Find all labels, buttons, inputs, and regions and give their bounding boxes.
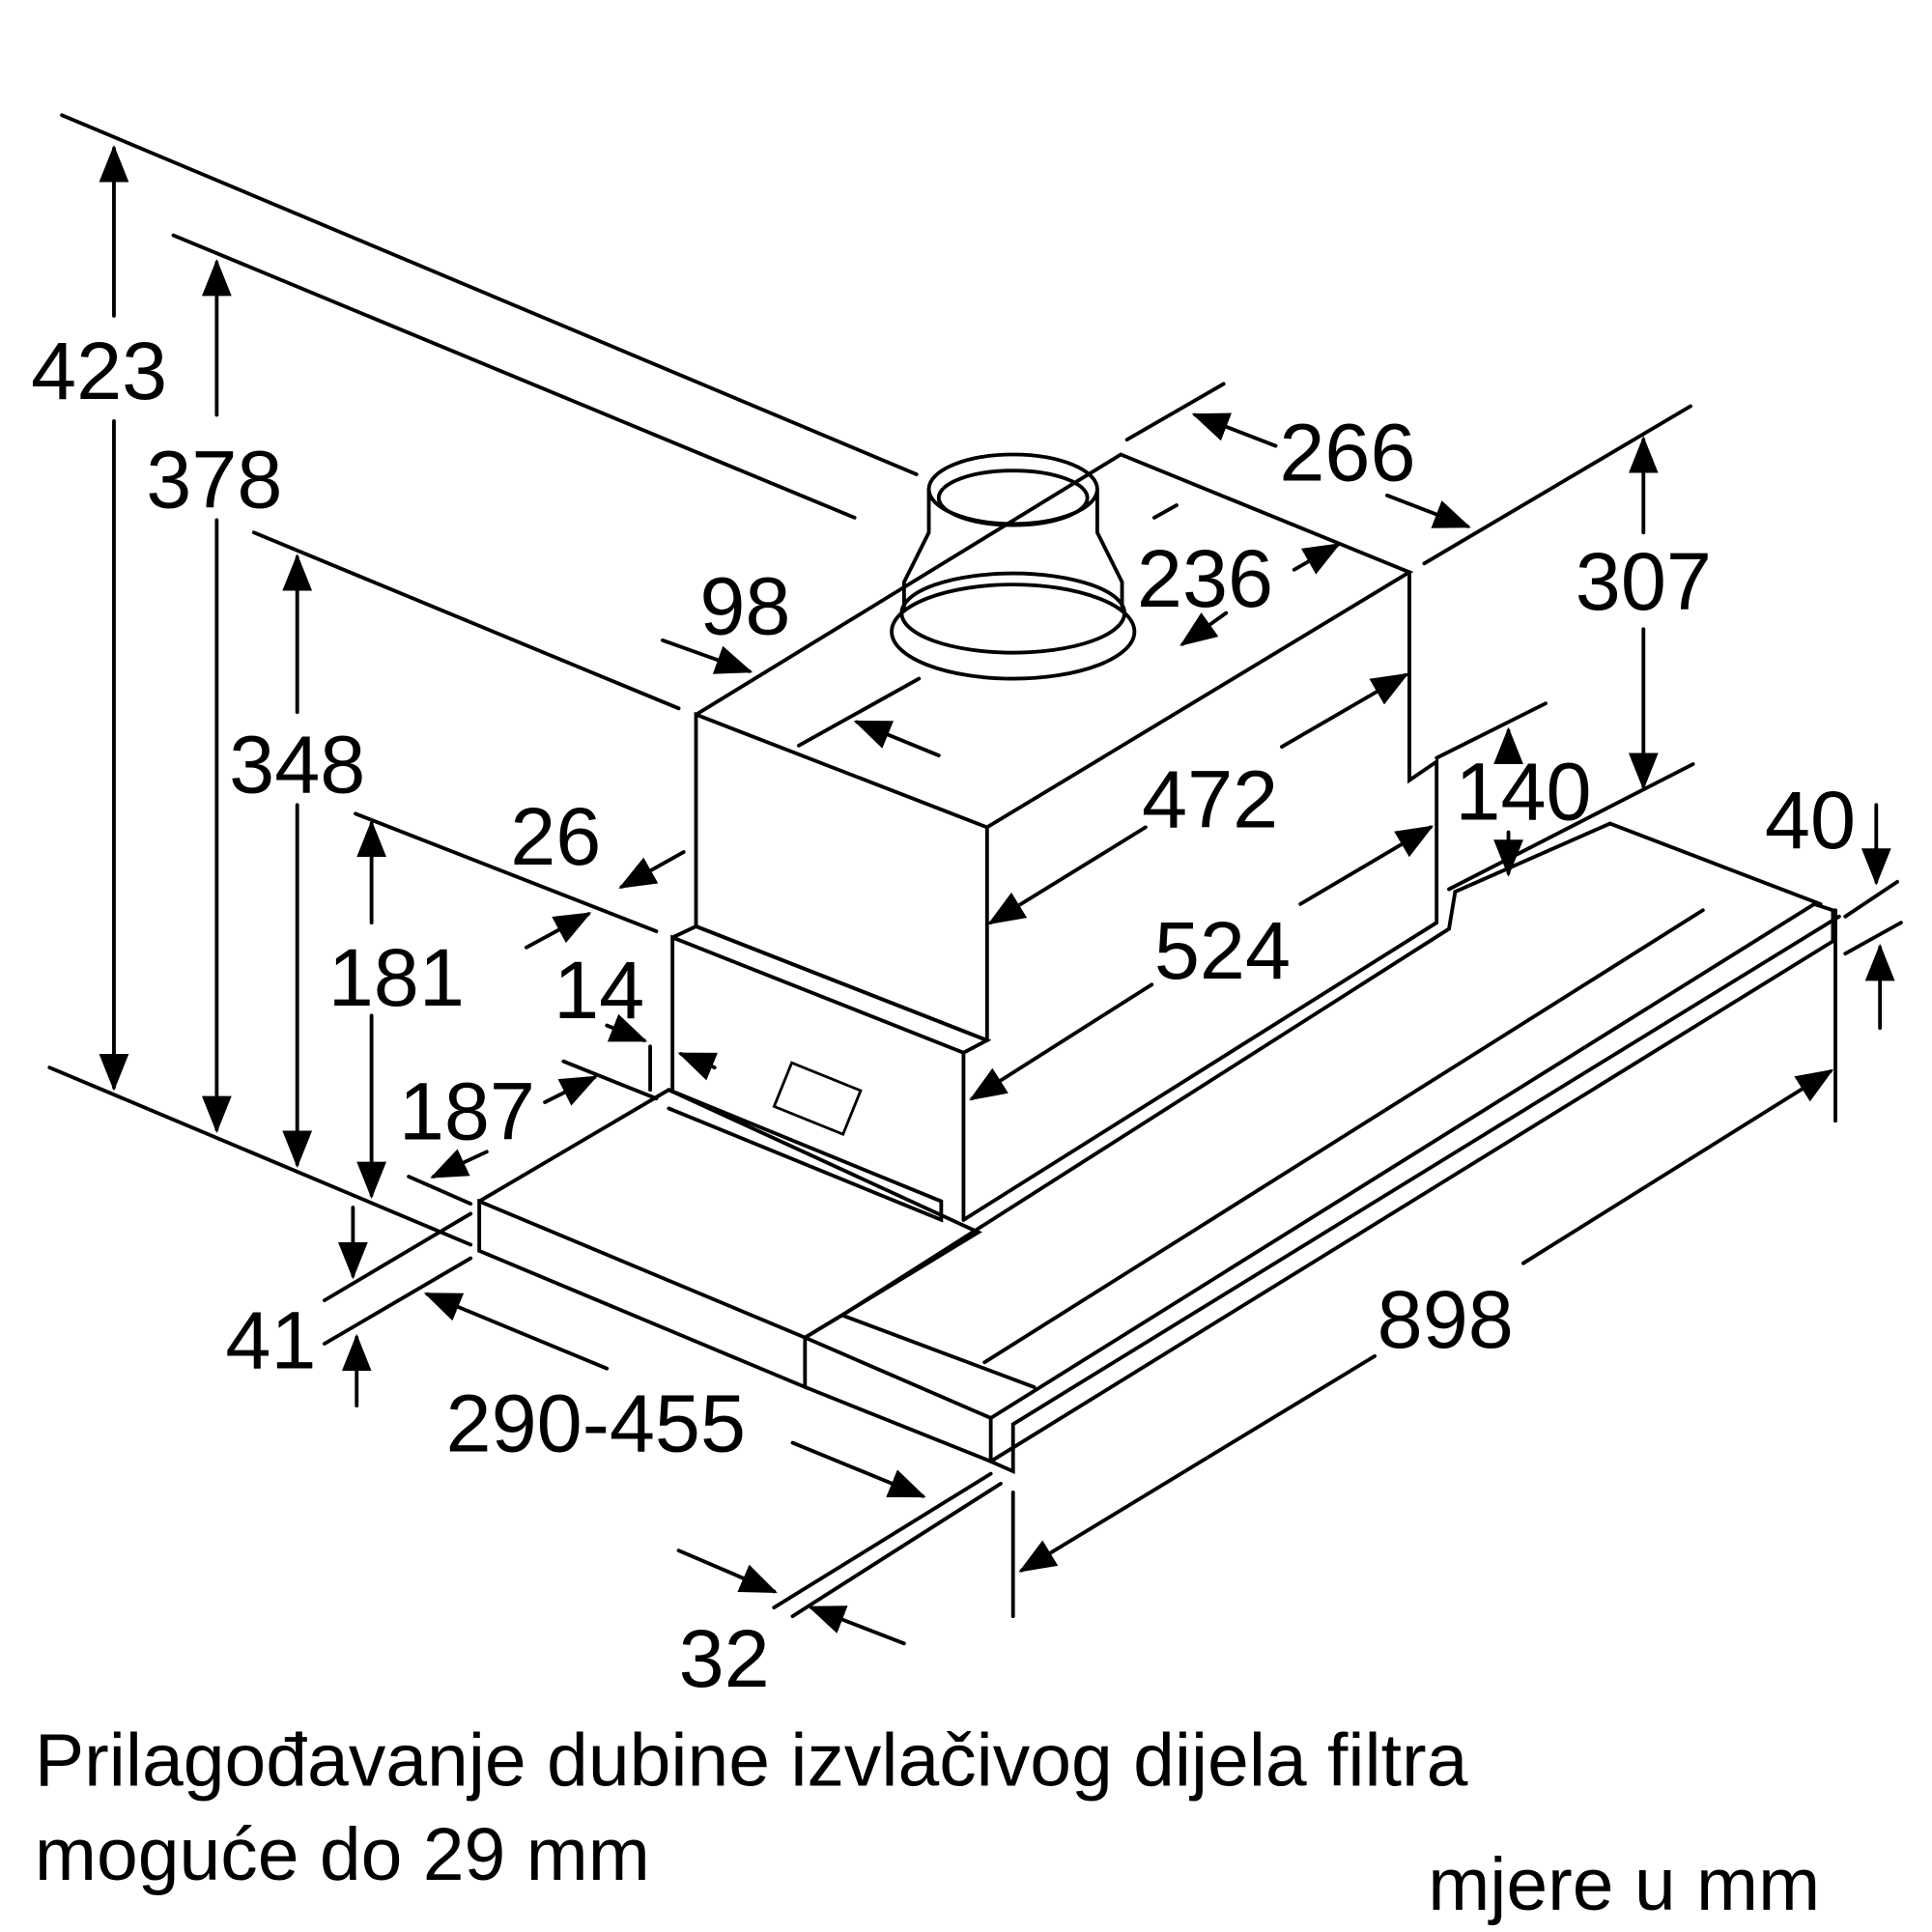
dim-181: 181	[328, 931, 465, 1023]
extension-lines	[47, 113, 1903, 1619]
dim-307: 307	[1576, 535, 1712, 627]
dim-378: 378	[146, 434, 282, 526]
dim-26: 26	[510, 790, 601, 882]
dim-41: 41	[225, 1294, 316, 1386]
dim-524: 524	[1154, 904, 1291, 996]
dim-236: 236	[1137, 532, 1273, 624]
dim-290-455: 290-455	[446, 1378, 747, 1469]
hood-body	[477, 452, 1841, 1475]
control-knobs	[772, 1061, 863, 1137]
dim-40: 40	[1765, 774, 1856, 866]
dimension-arrows	[99, 145, 1895, 1646]
dim-187: 187	[399, 1065, 535, 1156]
dim-14: 14	[554, 944, 644, 1036]
note-line-1: Prilagođavanje dubine izvlačivog dijela …	[35, 1719, 1468, 1803]
units-note: mjere u mm	[1428, 1843, 1820, 1926]
dim-266: 266	[1279, 406, 1415, 497]
dimension-labels: 423 378 348 181 41 187 14 26 98 266 236 …	[31, 325, 1856, 1704]
dim-32: 32	[679, 1612, 770, 1704]
dim-348: 348	[229, 719, 365, 810]
note-line-2: moguće do 29 mm	[35, 1813, 650, 1896]
dim-98: 98	[699, 559, 790, 651]
dim-140: 140	[1455, 746, 1591, 838]
dim-472: 472	[1142, 753, 1278, 844]
dim-423: 423	[31, 325, 167, 416]
dim-898: 898	[1378, 1273, 1514, 1365]
